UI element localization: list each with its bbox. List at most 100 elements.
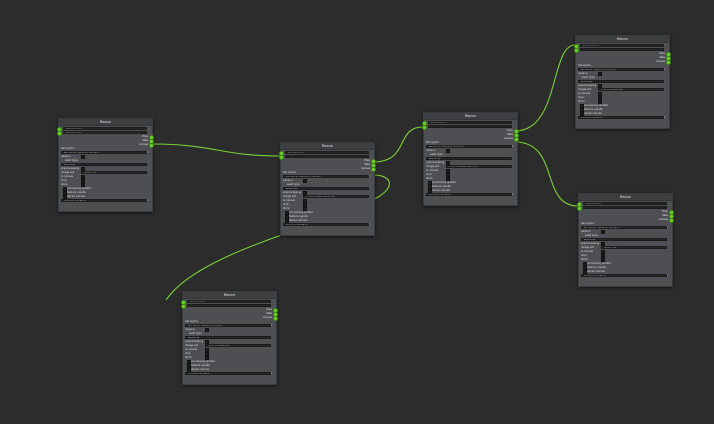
input-field[interactable]: base/canvas [63, 131, 147, 134]
option-checkbox[interactable] [428, 185, 433, 190]
version-checkbox[interactable] [303, 179, 308, 184]
node-title[interactable]: Recon [579, 194, 672, 201]
loop-checkbox[interactable] [205, 352, 210, 357]
recon-node[interactable]: Recon base/canvas base/canvas Prev data … [57, 118, 154, 212]
option-checkbox[interactable] [583, 262, 588, 267]
canvas-checkbox[interactable] [81, 175, 86, 180]
option-checkbox[interactable] [187, 360, 192, 365]
input-field[interactable]: base/canvas [187, 300, 271, 303]
option-checkbox[interactable] [63, 187, 68, 192]
shortcode-select[interactable]: Shortcode: Modular Algebra [581, 226, 667, 229]
option-checkbox[interactable] [580, 104, 585, 109]
image-set-select[interactable]: some/config/path [205, 344, 271, 347]
store-checkbox[interactable] [205, 356, 210, 361]
input-field[interactable] [583, 206, 667, 209]
image-set-select[interactable]: some/config/path/entry [303, 195, 369, 198]
footer-select[interactable]: random int nTrain [283, 223, 369, 226]
input-field[interactable] [428, 125, 512, 128]
node-title[interactable]: Recon [59, 119, 152, 126]
preprocessing-checkbox[interactable] [205, 340, 210, 345]
node-title[interactable]: Recon [183, 292, 276, 299]
input-field[interactable]: base/canvas [428, 121, 512, 124]
shortcode-select[interactable]: Shortcode: Modular Algebra [61, 151, 147, 154]
input-port[interactable] [57, 131, 63, 137]
version-checkbox[interactable] [205, 328, 210, 333]
highlight-field[interactable]: Highlight [578, 80, 664, 83]
node-title[interactable]: Recon [424, 113, 517, 120]
canvas-checkbox[interactable] [303, 199, 308, 204]
store-checkbox[interactable] [303, 207, 308, 212]
preprocessing-checkbox[interactable] [303, 191, 308, 196]
preprocessing-checkbox[interactable] [601, 242, 606, 247]
input-field[interactable] [187, 304, 271, 307]
option-checkbox[interactable] [187, 368, 192, 373]
input-field[interactable]: base/canvas [63, 127, 147, 130]
footer-select[interactable]: random int nTrain [61, 199, 147, 202]
option-checkbox[interactable] [63, 191, 68, 196]
shortcode-select[interactable]: Shortcode: Modular Algebra [426, 145, 512, 148]
canvas-checkbox[interactable] [601, 250, 606, 255]
footer-select[interactable]: random int nTrain [578, 116, 664, 119]
loop-checkbox[interactable] [303, 203, 308, 208]
image-set-select[interactable]: image set [601, 246, 667, 249]
version-checkbox[interactable] [81, 155, 86, 160]
highlight-field[interactable]: Highlight [283, 187, 369, 190]
loop-checkbox[interactable] [598, 96, 603, 101]
input-port[interactable] [181, 304, 187, 310]
preprocessing-checkbox[interactable] [81, 167, 86, 172]
highlight-field[interactable]: Highlight [61, 163, 147, 166]
input-port[interactable] [577, 206, 583, 212]
input-field[interactable]: base/canvas [285, 151, 369, 154]
recon-node[interactable]: Recon base/canvas Prev data canvas Set s… [279, 142, 376, 236]
option-checkbox[interactable] [428, 189, 433, 194]
recon-node[interactable]: Recon base/canvas Prev data canvas Set s… [422, 112, 519, 206]
store-checkbox[interactable] [81, 183, 86, 188]
shortcode-select[interactable]: Shortcode: Modular Algebra [185, 324, 271, 327]
store-checkbox[interactable] [446, 177, 451, 182]
input-port[interactable] [422, 125, 428, 131]
option-checkbox[interactable] [580, 112, 585, 117]
output-port[interactable] [148, 143, 154, 149]
recon-node[interactable]: Recon base/canvas Prev data canvas Set s… [181, 291, 278, 385]
node-title[interactable]: Recon [576, 36, 669, 43]
input-field[interactable]: base/canvas [580, 44, 664, 47]
store-checkbox[interactable] [598, 100, 603, 105]
shortcode-select[interactable]: Shortcode: Modular Algebra [578, 68, 664, 71]
image-set-select[interactable]: some/config/path [598, 88, 664, 91]
preprocessing-checkbox[interactable] [598, 84, 603, 89]
node-title[interactable]: Recon [281, 143, 374, 150]
canvas-checkbox[interactable] [205, 348, 210, 353]
store-checkbox[interactable] [601, 258, 606, 263]
input-field[interactable]: base/canvas [583, 202, 667, 205]
output-port[interactable] [665, 60, 671, 66]
option-checkbox[interactable] [285, 211, 290, 216]
image-set-select[interactable]: some/config/path/entry [446, 165, 512, 168]
version-checkbox[interactable] [446, 149, 451, 154]
output-port[interactable] [272, 316, 278, 322]
loop-checkbox[interactable] [81, 179, 86, 184]
input-field[interactable] [580, 48, 664, 51]
loop-checkbox[interactable] [601, 254, 606, 259]
footer-select[interactable]: random int nTrain [185, 372, 271, 375]
option-checkbox[interactable] [583, 266, 588, 271]
footer-select[interactable]: random int nTrain [581, 274, 667, 277]
image-set-select[interactable]: image set [81, 171, 147, 174]
option-checkbox[interactable] [580, 108, 585, 113]
canvas-checkbox[interactable] [446, 169, 451, 174]
option-checkbox[interactable] [63, 195, 68, 200]
option-checkbox[interactable] [187, 364, 192, 369]
version-checkbox[interactable] [601, 230, 606, 235]
canvas-checkbox[interactable] [598, 92, 603, 97]
option-checkbox[interactable] [428, 181, 433, 186]
option-checkbox[interactable] [285, 219, 290, 224]
highlight-field[interactable]: Highlight [426, 157, 512, 160]
output-port[interactable] [668, 218, 674, 224]
output-port[interactable] [370, 167, 376, 173]
highlight-field[interactable]: Highlight [185, 336, 271, 339]
shortcode-select[interactable]: Shortcode: Modular Algebra [283, 175, 369, 178]
preprocessing-checkbox[interactable] [446, 161, 451, 166]
version-checkbox[interactable] [598, 72, 603, 77]
option-checkbox[interactable] [583, 270, 588, 275]
loop-checkbox[interactable] [446, 173, 451, 178]
input-port[interactable] [279, 155, 285, 161]
